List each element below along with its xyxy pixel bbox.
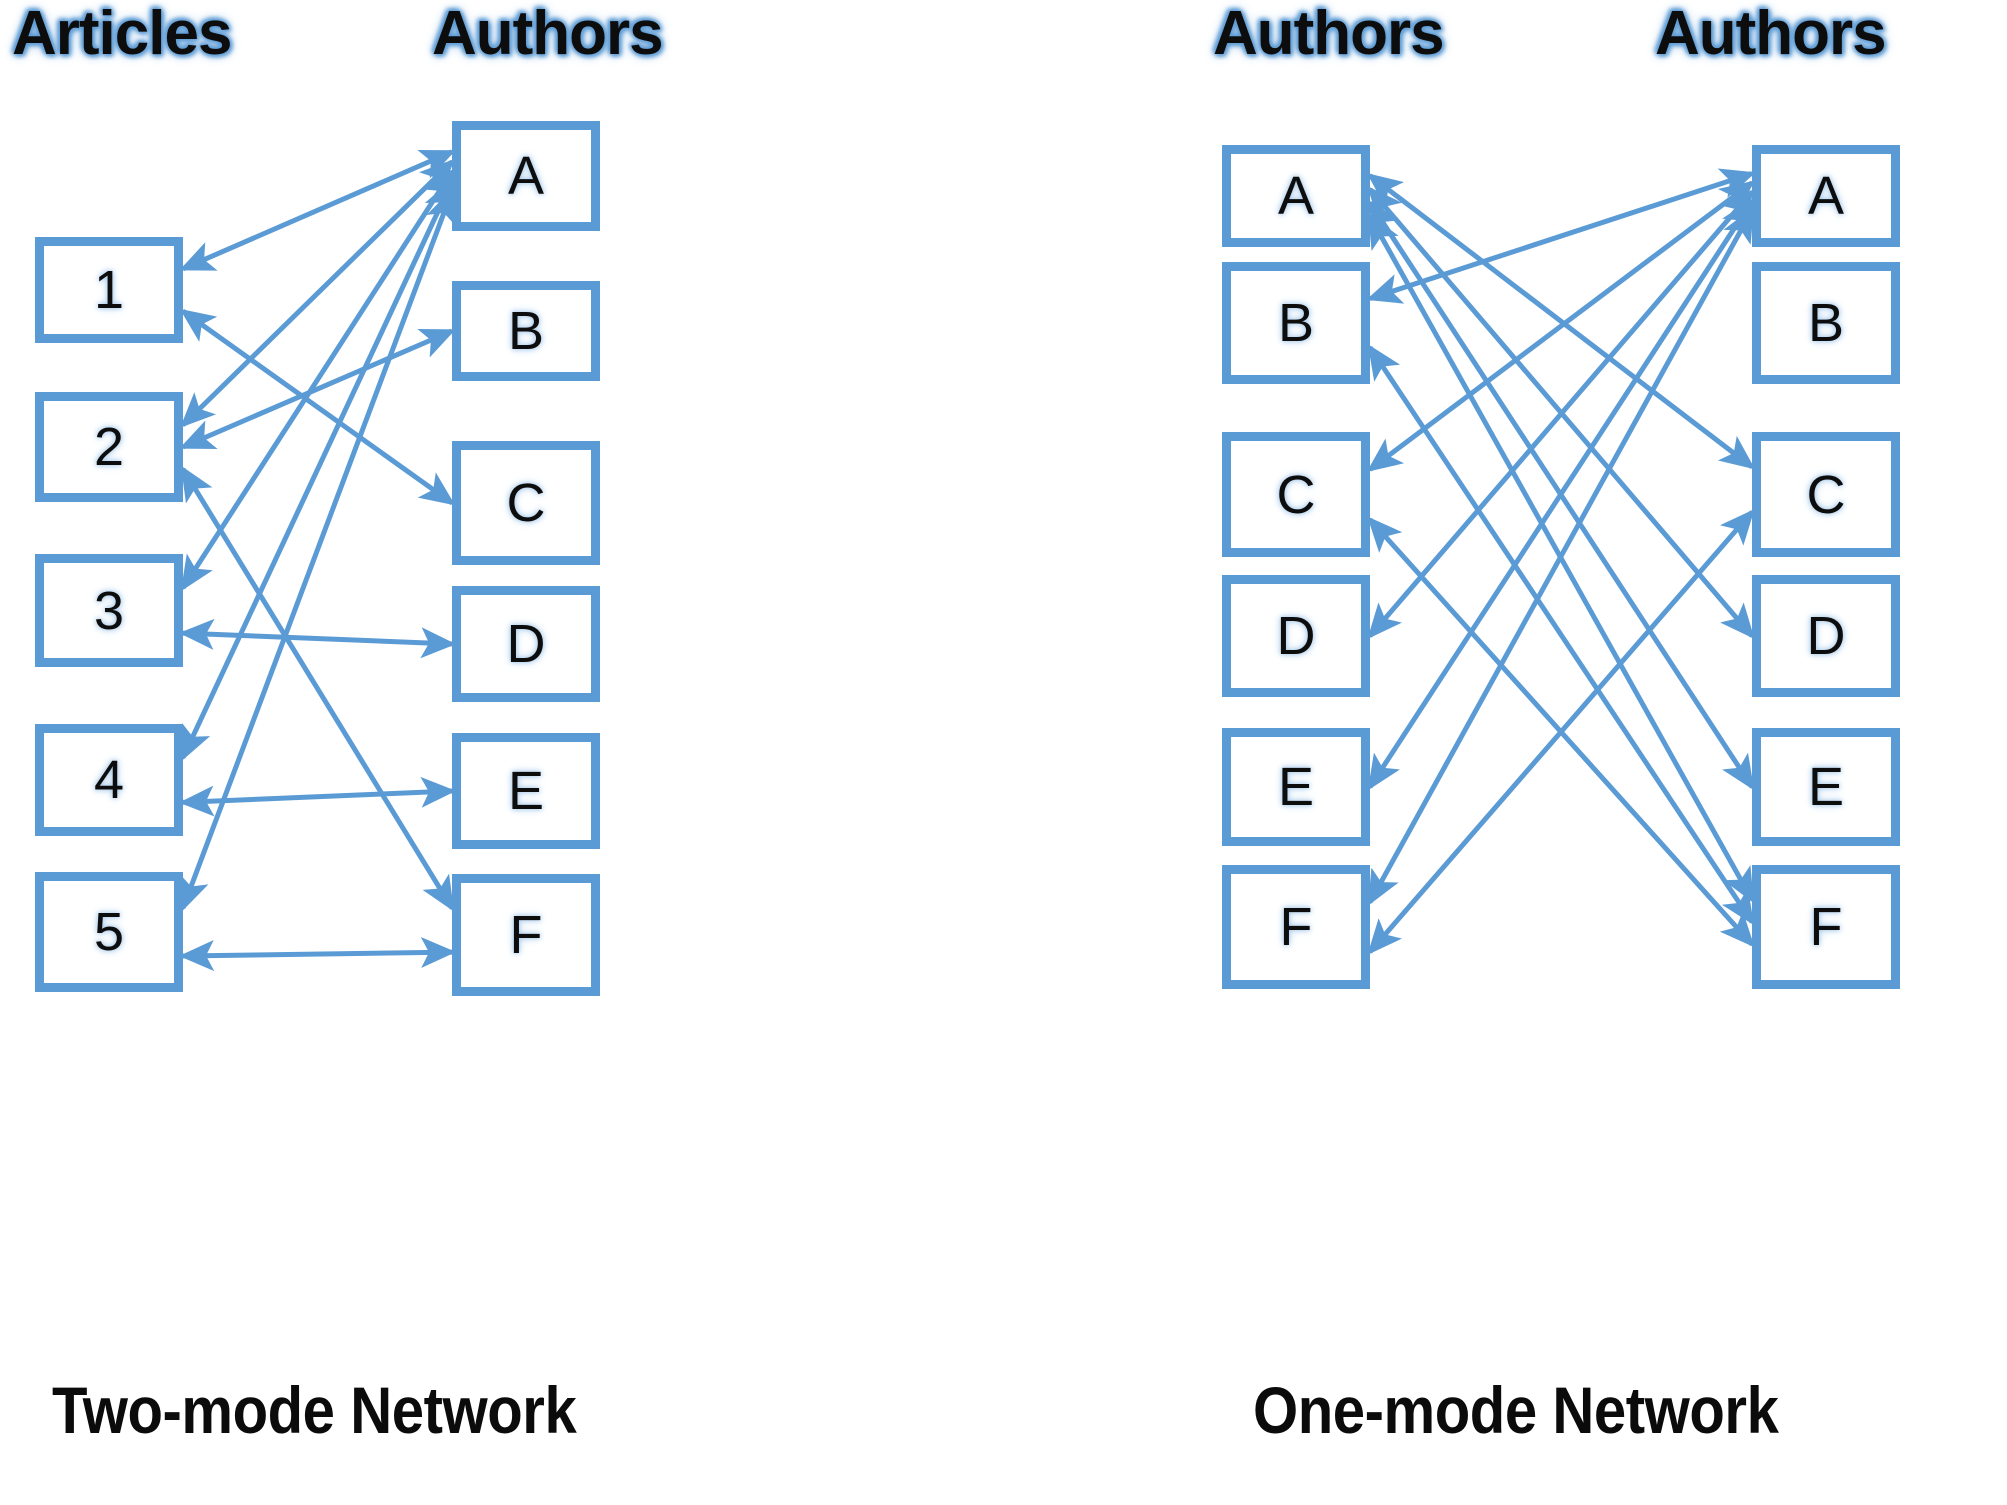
edge-two-mode-2-f [180,465,455,912]
node-two-mode-authors-c[interactable]: C [452,441,600,565]
node-label: D [1806,606,1846,666]
node-two-mode-articles-3[interactable]: 3 [35,554,183,667]
node-label: F [1809,897,1843,957]
node-two-mode-authors-d[interactable]: D [452,586,600,702]
node-label: E [1277,757,1315,817]
node-label: 5 [93,902,125,962]
node-label: 2 [93,417,125,477]
node-two-mode-authors-a[interactable]: A [452,121,600,231]
node-label: E [507,761,545,821]
caption-one-mode-network: One-mode Network [1253,1373,1779,1447]
edge-one-mode-c-a [1366,180,1756,472]
node-label: B [507,301,545,361]
node-label: D [1276,606,1316,666]
node-label: A [1807,166,1845,226]
node-label: A [507,146,545,206]
node-label: C [1806,464,1846,525]
node-label: F [509,905,543,965]
edge-two-mode-3-d [179,618,456,659]
node-one-mode-authors-right-e[interactable]: E [1752,728,1900,846]
node-one-mode-authors-left-b[interactable]: B [1222,262,1370,384]
caption-two-mode-network: Two-mode Network [52,1373,577,1447]
node-label: 3 [93,580,125,641]
edge-one-mode-b-a [1366,168,1756,304]
edge-one-mode-b-f [1367,344,1755,926]
node-two-mode-articles-1[interactable]: 1 [35,237,183,343]
node-two-mode-authors-e[interactable]: E [452,733,600,849]
node-two-mode-authors-f[interactable]: F [452,874,600,996]
node-one-mode-authors-right-b[interactable]: B [1752,262,1900,384]
column-heading-authors-onemode-left: Authors [1213,0,1445,68]
node-label: C [1276,464,1316,525]
node-label: A [1277,166,1315,226]
node-one-mode-authors-left-a[interactable]: A [1222,145,1370,247]
node-one-mode-authors-left-c[interactable]: C [1222,432,1370,557]
node-label: 1 [93,260,125,320]
node-one-mode-authors-right-d[interactable]: D [1752,575,1900,697]
edge-one-mode-f-c [1367,508,1755,955]
node-label: 4 [93,750,125,810]
edge-two-mode-3-a [180,168,455,592]
node-two-mode-authors-b[interactable]: B [452,281,600,381]
node-one-mode-authors-right-c[interactable]: C [1752,432,1900,557]
edge-two-mode-4-a [180,177,455,762]
edge-two-mode-1-a [179,149,456,272]
column-heading-authors-onemode-right: Authors [1655,0,1887,68]
node-one-mode-authors-right-f[interactable]: F [1752,865,1900,989]
node-two-mode-articles-5[interactable]: 5 [35,872,183,992]
node-label: B [1277,293,1315,353]
node-label: E [1807,757,1845,817]
node-label: F [1279,897,1313,957]
node-two-mode-articles-2[interactable]: 2 [35,392,183,502]
node-label: B [1807,293,1845,353]
node-one-mode-authors-left-d[interactable]: D [1222,575,1370,697]
node-one-mode-authors-left-e[interactable]: E [1222,728,1370,846]
node-one-mode-authors-left-f[interactable]: F [1222,865,1370,989]
node-one-mode-authors-right-a[interactable]: A [1752,145,1900,247]
node-label: D [506,614,546,674]
edge-two-mode-5-a [179,187,456,912]
edge-two-mode-5-f [179,937,456,972]
node-label: C [506,473,546,533]
column-heading-authors-left: Authors [432,0,664,68]
column-heading-articles: Articles [12,0,232,68]
node-two-mode-articles-4[interactable]: 4 [35,724,183,836]
